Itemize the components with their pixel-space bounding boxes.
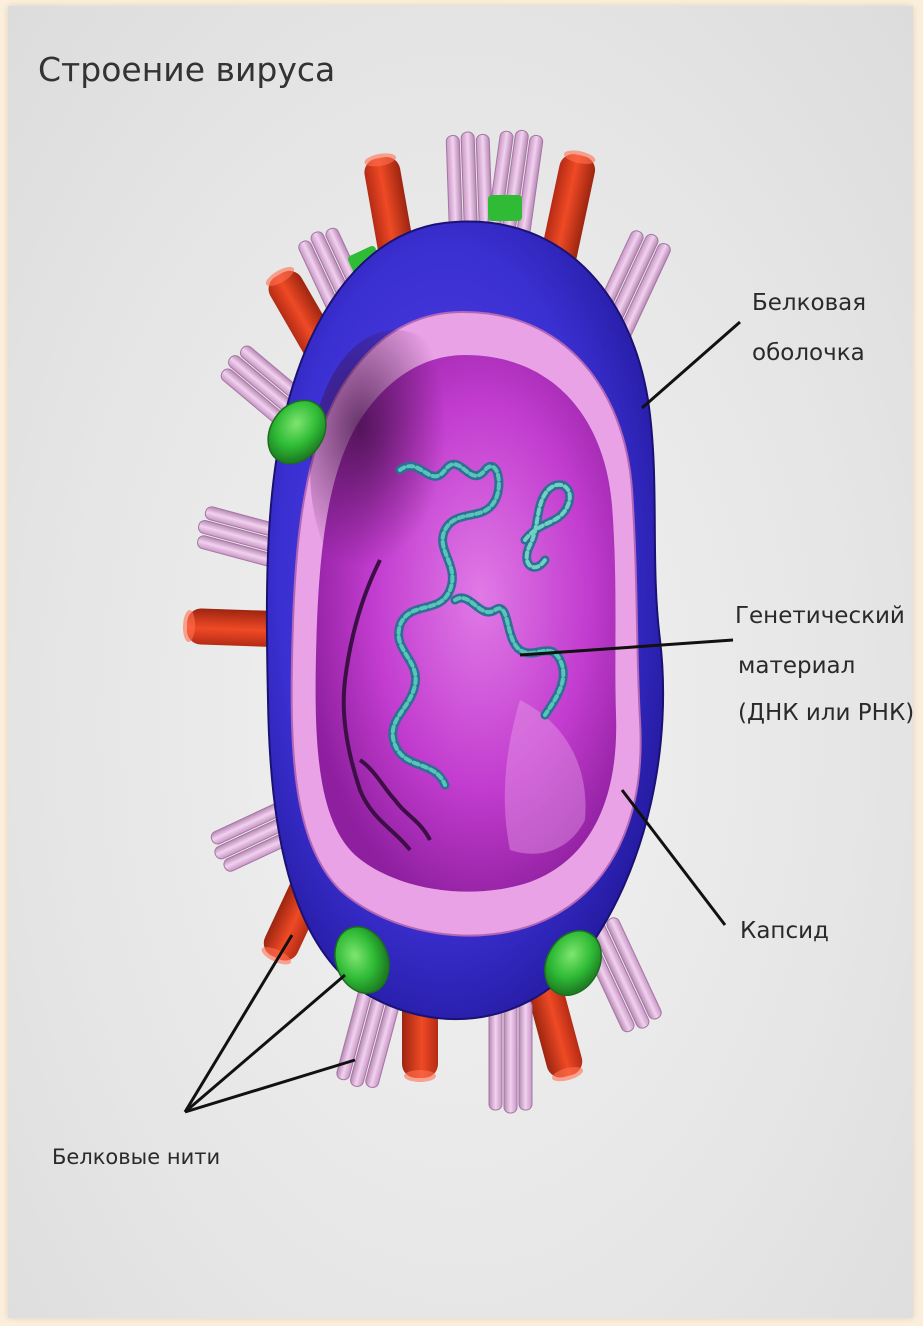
label-capsid: Капсид (740, 918, 829, 944)
label-genetic-line3: (ДНК или РНК) (738, 700, 914, 726)
leader-shell (642, 322, 740, 408)
green-spike (488, 195, 522, 221)
label-protein-shell-line2: оболочка (752, 340, 865, 366)
label-protein-spikes: Белковые нити (52, 1145, 220, 1169)
diagram-title: Строение вируса (38, 50, 335, 89)
leader-spike-2 (185, 975, 345, 1112)
label-protein-shell-line1: Белковая (752, 290, 866, 316)
label-genetic-line2: материал (738, 653, 855, 679)
leader-capsid (622, 790, 725, 925)
label-genetic-line1: Генетический (735, 603, 905, 629)
